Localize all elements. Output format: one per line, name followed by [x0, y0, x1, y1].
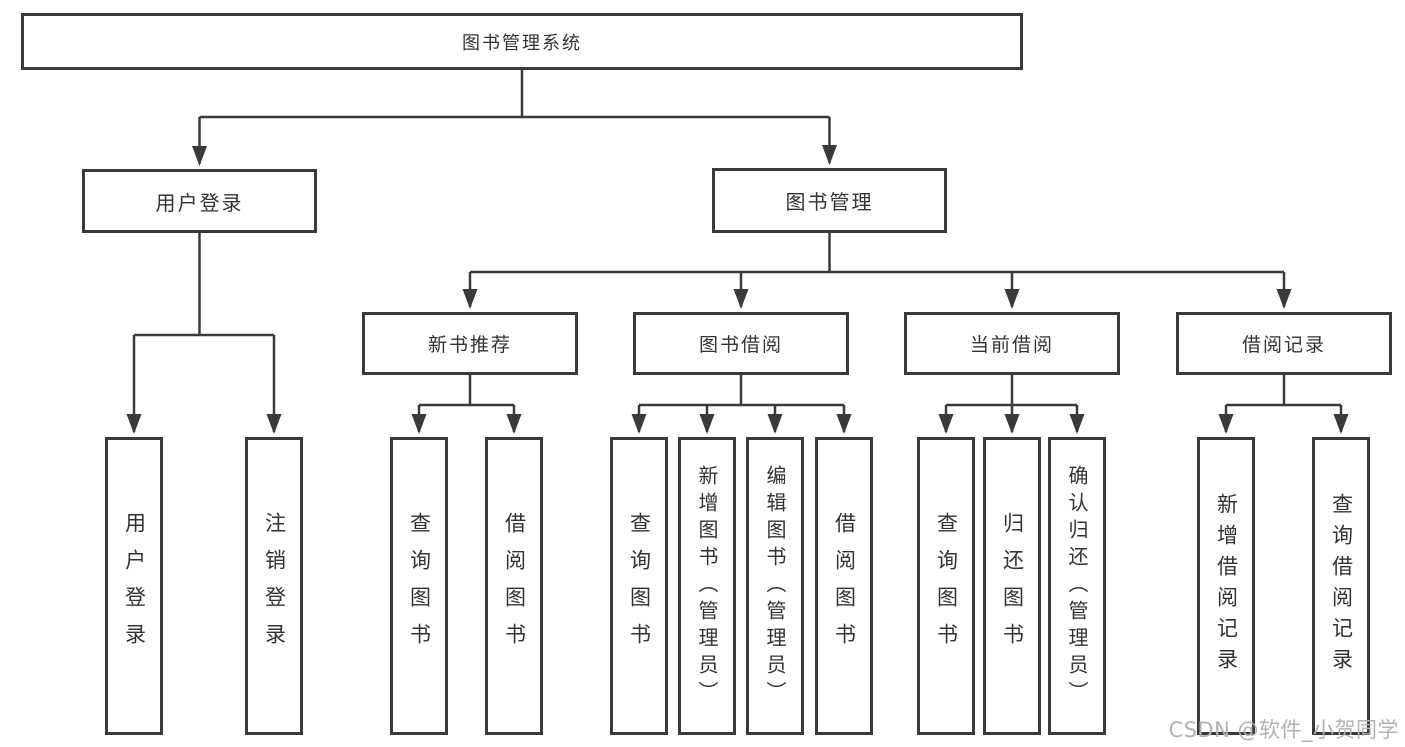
node-label: 查询借阅记录 — [1329, 493, 1354, 679]
node-leaf-borrow-books: 借阅图书 — [485, 437, 543, 735]
node-label: 归还图书 — [1000, 512, 1025, 660]
node-label: 确认归还（管理员） — [1065, 464, 1089, 708]
node-label: 新书推荐 — [427, 334, 512, 356]
node-label: 查询图书 — [407, 512, 432, 660]
node-leaf-add-borrow-record: 新增借阅记录 — [1197, 437, 1255, 735]
node-leaf-query-books-3: 查询图书 — [917, 437, 975, 735]
node-new-book-recommendation: 新书推荐 — [362, 312, 578, 375]
node-label: 注销登录 — [262, 512, 287, 660]
node-label: 借阅图书 — [502, 512, 527, 660]
node-book-borrowing: 图书借阅 — [633, 312, 849, 375]
node-label: 借阅记录 — [1241, 334, 1326, 356]
node-leaf-query-books-2: 查询图书 — [610, 437, 668, 735]
node-leaf-query-books: 查询图书 — [390, 437, 448, 735]
node-leaf-edit-books-admin: 编辑图书（管理员） — [746, 437, 804, 735]
node-label: 当前借阅 — [969, 334, 1054, 356]
node-leaf-query-borrow-record: 查询借阅记录 — [1312, 437, 1370, 735]
node-leaf-add-books-admin: 新增图书（管理员） — [678, 437, 736, 735]
node-label: 用户登录 — [122, 512, 147, 660]
node-leaf-user-login: 用户登录 — [105, 437, 163, 735]
node-leaf-return-books: 归还图书 — [983, 437, 1041, 735]
node-leaf-confirm-return-admin: 确认归还（管理员） — [1048, 437, 1106, 735]
node-label: 借阅图书 — [832, 512, 857, 660]
node-leaf-borrow-books-2: 借阅图书 — [815, 437, 873, 735]
node-label: 新增图书（管理员） — [695, 464, 719, 708]
node-label: 查询图书 — [934, 512, 959, 660]
watermark: CSDN @软件_小贺同学 — [1168, 718, 1399, 742]
node-label: 用户登录 — [155, 190, 244, 215]
node-label: 查询图书 — [627, 512, 652, 660]
node-current-borrowing: 当前借阅 — [904, 312, 1120, 375]
node-borrowing-records: 借阅记录 — [1176, 312, 1392, 375]
node-label: 图书管理 — [785, 190, 874, 214]
node-leaf-logout: 注销登录 — [245, 437, 303, 735]
node-user-login-branch: 用户登录 — [82, 169, 317, 233]
node-label: 新增借阅记录 — [1214, 493, 1239, 679]
node-book-management: 图书管理 — [712, 168, 947, 233]
node-library-system: 图书管理系统 — [21, 13, 1023, 70]
node-label: 图书借阅 — [698, 334, 783, 356]
node-label: 编辑图书（管理员） — [763, 464, 787, 708]
node-label: 图书管理系统 — [462, 32, 582, 54]
